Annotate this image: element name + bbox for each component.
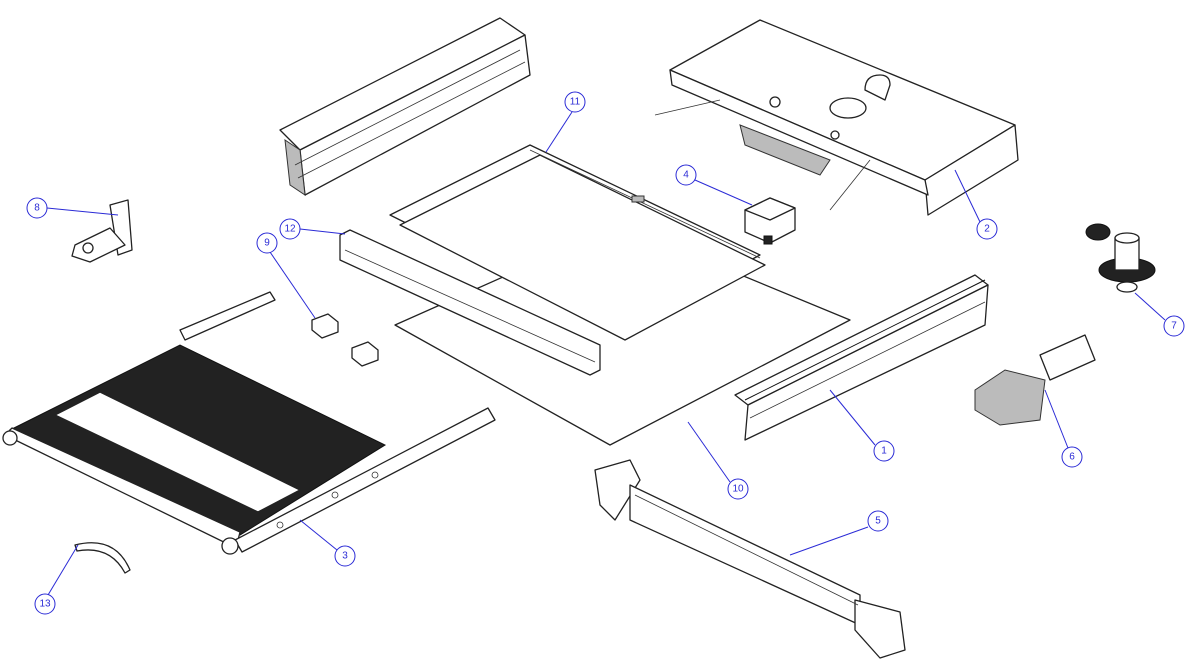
callout-13: 13	[34, 593, 56, 615]
svg-text:12: 12	[284, 224, 296, 235]
part-spring-clip	[74, 542, 131, 574]
part-clips	[311, 313, 379, 367]
callout-9: 9	[256, 232, 278, 254]
callout-8: 8	[26, 197, 48, 219]
svg-text:10: 10	[732, 484, 744, 495]
callout-3: 3	[334, 545, 356, 567]
part-box	[744, 197, 796, 245]
callout-2: 2	[976, 218, 998, 240]
part-motor	[974, 334, 1096, 426]
svg-text:11: 11	[570, 97, 581, 108]
part-side-rail-12	[339, 229, 601, 376]
callout-6: 6	[1061, 446, 1083, 468]
part-chassis-plate	[654, 19, 1019, 216]
svg-text:7: 7	[1171, 321, 1177, 332]
svg-text:1: 1	[881, 446, 887, 457]
part-bracket	[71, 199, 133, 263]
svg-text:6: 6	[1069, 452, 1075, 463]
svg-text:8: 8	[34, 203, 40, 214]
svg-text:5: 5	[875, 516, 881, 527]
part-lower-bar	[594, 459, 906, 659]
part-panels	[389, 144, 851, 446]
part-side-rail-1	[734, 274, 989, 441]
callout-12: 12	[279, 218, 301, 240]
svg-text:13: 13	[39, 599, 51, 610]
svg-text:2: 2	[984, 224, 990, 235]
part-step-assembly	[2, 291, 496, 555]
svg-text:3: 3	[342, 551, 348, 562]
callout-5: 5	[867, 510, 889, 532]
part-gear	[1085, 223, 1156, 293]
leader-lines	[46, 111, 1166, 596]
svg-text:9: 9	[264, 238, 270, 249]
callout-7: 7	[1163, 315, 1185, 337]
callout-1: 1	[873, 440, 895, 462]
callout-4: 4	[675, 164, 697, 186]
part-top-rail	[279, 17, 531, 197]
callout-10: 10	[727, 478, 749, 500]
callout-11: 11	[564, 91, 586, 113]
svg-text:4: 4	[683, 170, 689, 181]
